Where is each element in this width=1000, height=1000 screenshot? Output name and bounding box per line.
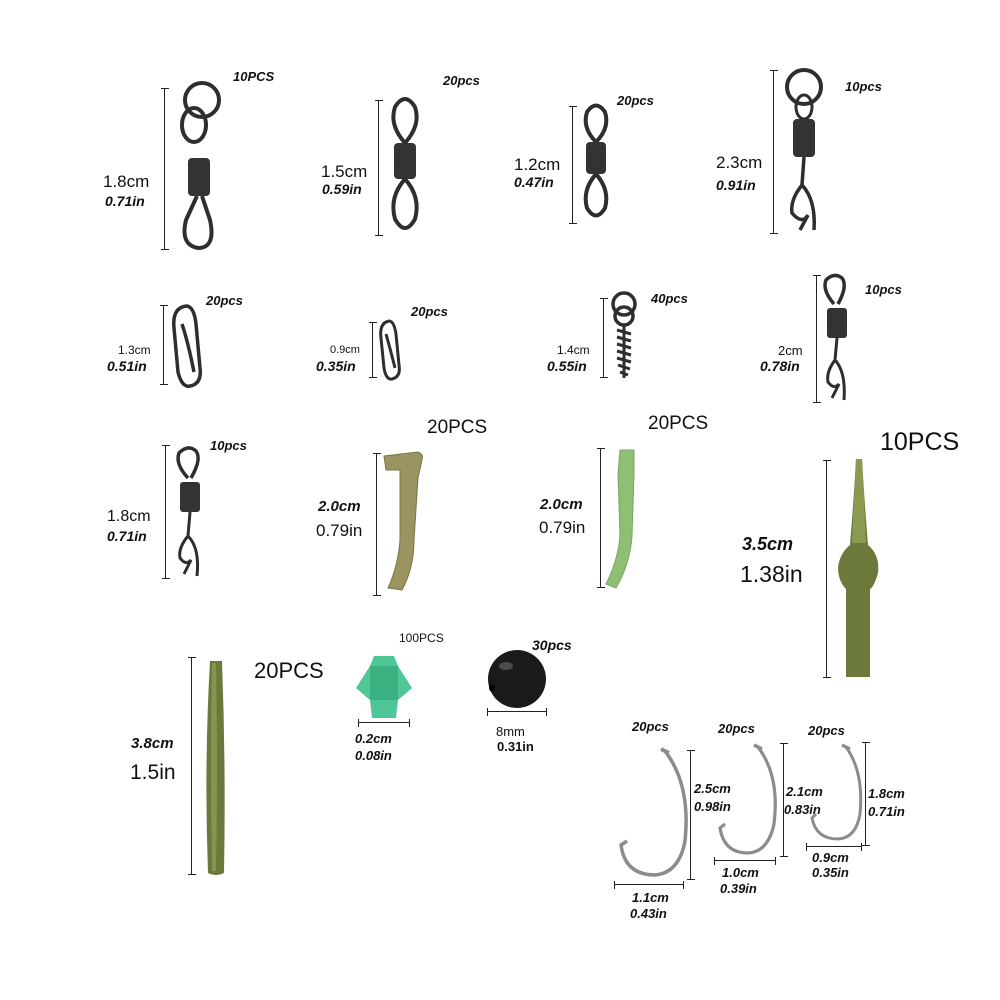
length-dimension-line xyxy=(188,657,196,875)
gap-in-label: 0.39in xyxy=(720,881,757,896)
quantity-label: 10PCS xyxy=(233,69,275,84)
size-in-label: 0.59in xyxy=(322,181,362,197)
size-cm-label: 0.9cm xyxy=(330,344,360,356)
length-dimension-line xyxy=(600,298,608,378)
size-cm-label: 2.0cm xyxy=(540,496,583,513)
quantity-label: 20PCS xyxy=(648,413,709,434)
size-in-label: 1.5in xyxy=(130,761,176,784)
length-dimension-line xyxy=(373,453,381,596)
quantity-label: 20pcs xyxy=(411,304,448,319)
quantity-label: 10pcs xyxy=(210,438,247,453)
swivel-with-ring-icon xyxy=(180,81,221,251)
gap-dimension-line xyxy=(806,843,862,851)
quantity-label: 10pcs xyxy=(845,79,882,94)
quantity-label: 20pcs xyxy=(206,293,243,308)
quantity-label: 20PCS xyxy=(254,658,324,683)
size-cm-label: 2cm xyxy=(778,343,803,358)
quantity-label: 40pcs xyxy=(651,291,688,306)
size-cm-label: 1.4cm xyxy=(557,343,590,357)
quantity-label: 100PCS xyxy=(399,631,444,645)
size-in-label: 0.51in xyxy=(107,358,147,374)
quantity-label: 20pcs xyxy=(632,719,669,734)
quick-change-swivel-icon xyxy=(176,446,200,577)
size-in-label: 0.08in xyxy=(355,748,392,763)
length-dimension-line xyxy=(569,106,577,224)
size-in-label: 0.91in xyxy=(716,177,756,193)
size-in-label: 0.55in xyxy=(547,358,587,374)
gap-dimension-line xyxy=(714,857,776,865)
length-dimension-line xyxy=(597,448,605,588)
length-dimension-line xyxy=(813,275,821,403)
hook-stop-bead-icon xyxy=(356,656,412,718)
length-dimension-line xyxy=(823,460,831,678)
round-bead-icon xyxy=(488,650,546,708)
tail-rubber-sleeve-icon xyxy=(838,459,879,677)
curve-shank-hook-icon xyxy=(810,743,863,841)
size-cm-label: 8mm xyxy=(496,724,525,739)
size-cm-label: 2.3cm xyxy=(716,153,763,172)
size-cm-label: 3.5cm xyxy=(742,534,794,554)
quantity-label: 20pcs xyxy=(443,73,480,88)
size-cm-label: 0.2cm xyxy=(355,731,392,746)
quick-change-swivel-icon xyxy=(785,68,823,231)
rolling-swivel-icon xyxy=(391,97,419,230)
size-in-label: 0.79in xyxy=(316,521,363,540)
size-cm-label: 3.8cm xyxy=(131,735,174,752)
length-dimension-line xyxy=(375,100,383,236)
hook-aligner-icon xyxy=(383,451,423,591)
anti-tangle-sleeve-icon xyxy=(206,661,225,875)
length-dimension-line xyxy=(687,750,695,880)
length-dimension-line xyxy=(780,743,788,857)
quick-link-clip-icon xyxy=(379,319,401,381)
size-cm-label: 1.8cm xyxy=(103,172,150,191)
length-in-label: 0.71in xyxy=(868,804,905,819)
length-in-label: 0.98in xyxy=(694,799,731,814)
size-in-label: 0.78in xyxy=(760,358,800,374)
gap-in-label: 0.43in xyxy=(630,906,667,921)
size-cm-label: 1.8cm xyxy=(107,508,151,525)
length-cm-label: 1.8cm xyxy=(868,786,905,801)
gap-cm-label: 0.9cm xyxy=(812,850,849,865)
quantity-label: 20PCS xyxy=(427,417,488,438)
length-dimension-line xyxy=(770,70,778,234)
length-cm-label: 2.5cm xyxy=(694,781,731,796)
length-dimension-line xyxy=(369,322,377,378)
quick-link-clip-icon xyxy=(172,304,203,388)
size-cm-label: 2.0cm xyxy=(318,498,361,515)
curve-shank-hook-icon xyxy=(718,743,777,855)
quantity-label: 10PCS xyxy=(880,428,960,456)
curve-shank-hook-icon xyxy=(619,747,688,877)
size-cm-label: 1.3cm xyxy=(118,343,151,357)
length-dimension-line xyxy=(162,445,170,579)
size-in-label: 0.47in xyxy=(514,174,554,190)
size-cm-label: 1.2cm xyxy=(514,155,561,174)
gap-in-label: 0.35in xyxy=(812,865,849,880)
bait-screw-with-ring-icon xyxy=(611,291,637,378)
quantity-label: 20pcs xyxy=(718,721,755,736)
length-dimension-line xyxy=(161,88,169,250)
quantity-label: 20pcs xyxy=(617,93,654,108)
length-dimension-line xyxy=(862,742,870,846)
length-cm-label: 2.1cm xyxy=(786,784,823,799)
size-in-label: 0.71in xyxy=(105,193,145,209)
quantity-label: 20pcs xyxy=(808,723,845,738)
hook-aligner-icon xyxy=(605,449,635,589)
size-in-label: 0.35in xyxy=(316,358,356,374)
length-in-label: 0.83in xyxy=(784,802,821,817)
quantity-label: 30pcs xyxy=(532,637,572,653)
rolling-swivel-icon xyxy=(583,103,609,218)
quantity-label: 10pcs xyxy=(865,282,902,297)
width-dimension-line xyxy=(487,708,547,716)
quick-change-swivel-icon xyxy=(823,273,847,401)
width-dimension-line xyxy=(358,719,410,727)
size-in-label: 0.31in xyxy=(497,739,534,754)
gap-cm-label: 1.0cm xyxy=(722,865,759,880)
gap-cm-label: 1.1cm xyxy=(632,890,669,905)
size-cm-label: 1.5cm xyxy=(321,162,368,181)
size-in-label: 1.38in xyxy=(740,561,803,587)
length-dimension-line xyxy=(160,305,168,385)
gap-dimension-line xyxy=(614,881,684,889)
size-in-label: 0.79in xyxy=(539,518,586,537)
size-in-label: 0.71in xyxy=(107,528,147,544)
